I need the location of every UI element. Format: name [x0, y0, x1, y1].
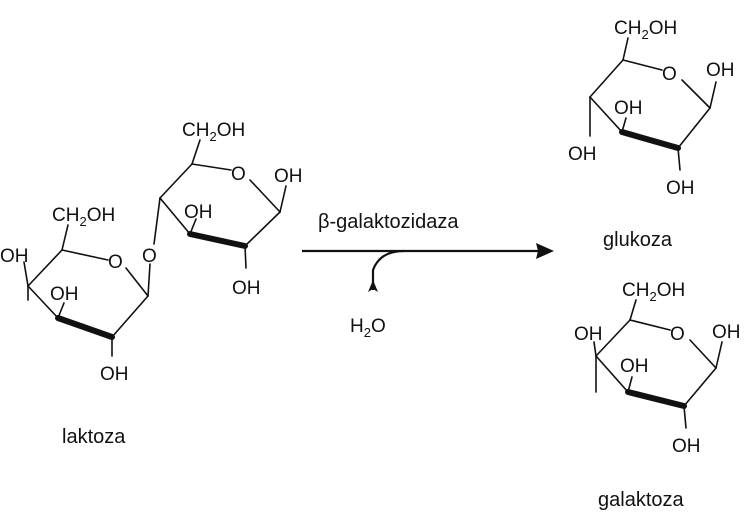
ch2oh-label: CH2OH	[614, 18, 677, 42]
galactose-labels: CH2OH OH O OH OH OH	[574, 280, 741, 457]
lactose-galactose-labels: CH2OH OH O OH OH O	[0, 205, 157, 385]
oh-label: OH	[620, 356, 649, 377]
reaction-arrow	[302, 243, 554, 259]
glucose-labels: CH2OH O OH OH OH OH	[568, 18, 735, 199]
lactose-caption: laktoza	[62, 426, 126, 448]
water-label: H2O	[350, 316, 386, 340]
galactose-ring	[593, 299, 723, 429]
ring-oxygen-label: O	[108, 252, 123, 273]
oh-label: OH	[712, 322, 741, 343]
oh-label: OH	[666, 178, 695, 199]
lactose-galactose-ring	[23, 224, 151, 357]
ring-oxygen-label: O	[670, 324, 685, 345]
oh-label: OH	[184, 202, 213, 223]
oh-label: OH	[232, 278, 261, 299]
ch2oh-label: CH2OH	[52, 205, 115, 229]
oh-label: OH	[274, 166, 303, 187]
galactose-caption: galaktoza	[598, 489, 684, 511]
enzyme-label: β-galaktozidaza	[318, 211, 459, 233]
oh-label: OH	[614, 98, 643, 119]
lactose-glucose-ring	[153, 139, 287, 269]
ch2oh-label: CH2OH	[182, 120, 245, 144]
glycosidic-oxygen-label: O	[142, 246, 157, 267]
ring-oxygen-label: O	[231, 164, 246, 185]
glucose-ring	[589, 37, 717, 171]
oh-label: OH	[574, 324, 603, 345]
oh-label: OH	[50, 284, 79, 305]
oh-label: OH	[100, 364, 129, 385]
oh-label: OH	[568, 144, 597, 165]
lactose-glucose-labels: CH2OH O OH OH OH	[182, 120, 303, 299]
oh-label: OH	[706, 60, 735, 81]
glucose-caption: glukoza	[603, 229, 673, 251]
water-input-arrow	[368, 249, 405, 292]
ring-oxygen-label: O	[662, 64, 677, 85]
ch2oh-label: CH2OH	[622, 280, 685, 304]
oh-label: OH	[672, 436, 701, 457]
oh-label: OH	[0, 246, 29, 267]
